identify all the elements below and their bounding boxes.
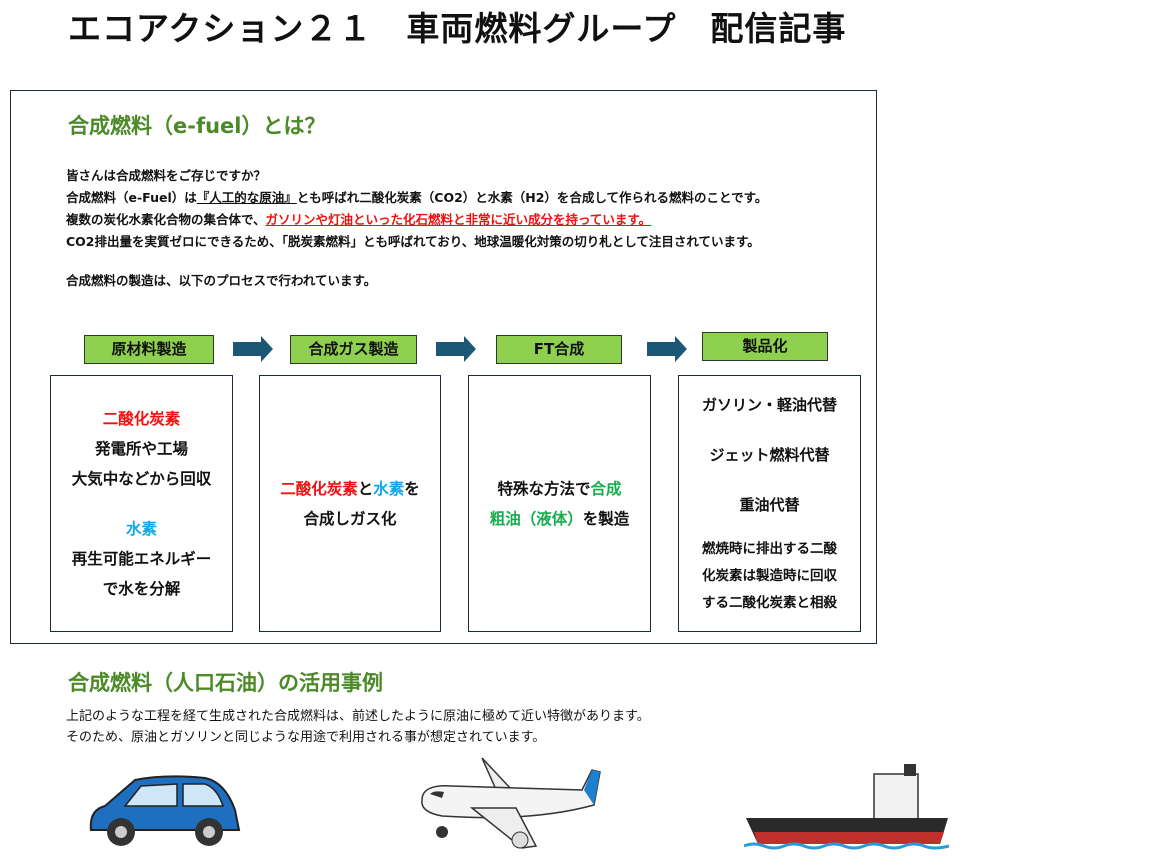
text: 重油代替 — [739, 496, 800, 514]
text: と — [357, 479, 374, 498]
step-raw-materials: 原材料製造 — [84, 335, 214, 364]
text: 発電所や工場 — [94, 439, 188, 458]
intro-line: 皆さんは合成燃料をご存じですか？ — [66, 168, 267, 183]
products-box: ガソリン・軽油代替 ジェット燃料代替 重油代替 燃焼時に排出する二酸 化炭素は製… — [678, 375, 861, 632]
text: ガソリン・軽油代替 — [701, 396, 837, 414]
ft-synthesis-box: 特殊な方法で合成 粗油（液体）を製造 — [468, 375, 651, 632]
text: 二酸化炭素 — [102, 409, 181, 428]
intro-line: CO2排出量を実質ゼロにできるため、「脱炭素燃料」とも呼ばれており、地球温暖化対… — [66, 234, 760, 249]
text: 合成燃料（e-Fuel）は — [66, 190, 197, 205]
highlight-text: 『人工的な原油』 — [196, 190, 297, 205]
text: を — [404, 479, 420, 498]
text: 再生可能エネルギー — [71, 549, 212, 568]
text: 大気中などから回収 — [71, 469, 212, 488]
syngas-box: 二酸化炭素と水素を 合成しガス化 — [259, 375, 441, 632]
text: で水を分解 — [102, 579, 181, 598]
text: 化炭素は製造時に回収 — [702, 568, 837, 584]
raw-materials-box: 二酸化炭素 発電所や工場 大気中などから回収 水素 再生可能エネルギー で水を分… — [50, 375, 233, 632]
efuel-explanation-panel — [10, 90, 877, 644]
text: 水素 — [125, 519, 157, 538]
text: ジェット燃料代替 — [709, 446, 830, 464]
arrow-right-icon — [233, 336, 273, 362]
intro-line: 合成燃料の製造は、以下のプロセスで行われています。 — [66, 273, 377, 288]
step-ft-synthesis: FT合成 — [496, 335, 622, 364]
text: する二酸化炭素と相殺 — [702, 595, 837, 611]
text: 複数の炭化水素化合物の集合体で、 — [66, 212, 266, 227]
section-heading: 合成燃料（e-fuel）とは？ — [68, 114, 326, 138]
page-title: エコアクション２１ 車両燃料グループ 配信記事 — [68, 9, 847, 48]
text: 粗油（液体） — [489, 509, 583, 528]
arrow-right-icon — [647, 336, 687, 362]
airplane-illustration — [421, 757, 601, 849]
text: 合成しガス化 — [303, 509, 397, 528]
body-text: そのため、原油とガソリンと同じような用途で利用される事が想定されています。 — [66, 730, 546, 745]
text: 合成 — [590, 479, 622, 498]
highlight-text: ガソリンや灯油といった化石燃料と非常に近い成分を持っています。 — [265, 212, 652, 227]
step-productization: 製品化 — [702, 332, 828, 361]
step-syngas: 合成ガス製造 — [290, 335, 417, 364]
text: 特殊な方法で — [497, 479, 591, 498]
section-heading: 合成燃料（人口石油）の活用事例 — [68, 671, 383, 695]
text: とも呼ばれ二酸化炭素（CO2）と水素（H2）を合成して作られる燃料のことです。 — [296, 190, 768, 205]
car-illustration — [89, 775, 241, 846]
text: 水素 — [373, 479, 405, 498]
arrow-right-icon — [436, 336, 476, 362]
intro-line: 合成燃料（e-Fuel）は『人工的な原油』とも呼ばれ二酸化炭素（CO2）と水素（… — [66, 187, 767, 206]
intro-line: 複数の炭化水素化合物の集合体で、ガソリンや灯油といった化石燃料と非常に近い成分を… — [66, 209, 651, 228]
text: 二酸化炭素 — [280, 479, 358, 498]
text: 燃焼時に排出する二酸 — [702, 541, 837, 557]
tanker-ship-illustration — [744, 764, 949, 850]
body-text: 上記のような工程を経て生成された合成燃料は、前述したように原油に極めて近い特徴が… — [66, 709, 650, 724]
text: を製造 — [582, 509, 630, 528]
